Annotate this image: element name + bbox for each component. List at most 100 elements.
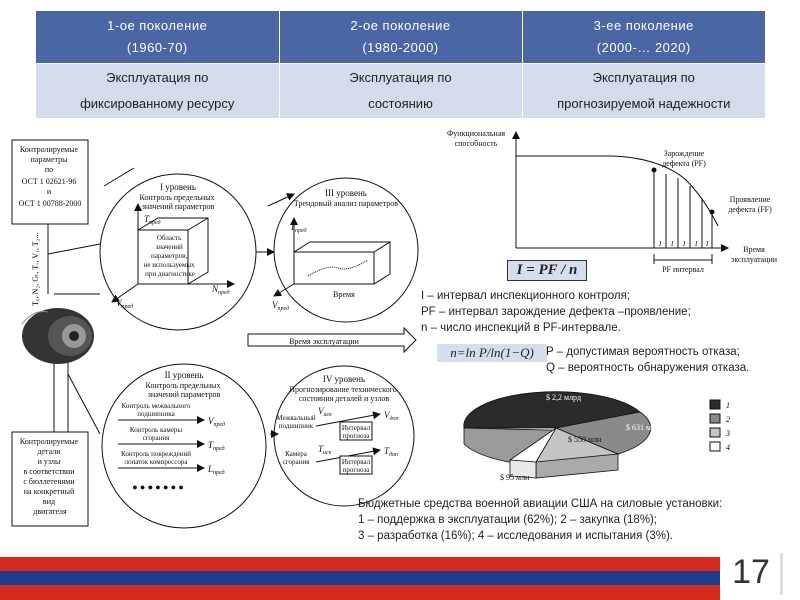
footer-stripe-red-bottom: [0, 585, 720, 600]
note-line: Q – вероятность обнаружения отказа.: [546, 362, 750, 374]
generations-header-row: 1-ое поколение (1960-70) 2-ое поколение (1…: [36, 11, 765, 64]
level-4-row-1-sym: Vиск: [318, 406, 332, 418]
level-4-subtitle: Прогнозирование технического состояния д…: [289, 385, 399, 403]
budget-caption: Бюджетные средства военной авиации США н…: [358, 496, 722, 544]
pf-interval-label: PF интервал: [662, 265, 704, 274]
pie-slice-4-side: [509, 459, 537, 479]
generations-table: 1-ое поколение (1960-70) 2-ое поколение (1…: [36, 11, 765, 118]
level-3-time-label: Время: [333, 290, 355, 299]
level-2-dots: ● ● ● ● ● ● ●: [132, 482, 184, 492]
level-4-arrow: [315, 411, 381, 427]
budget-pie-chart: $ 2,2 млрд $ 631 млн $ 559 млн $ 95 млн …: [463, 391, 730, 482]
gen-3-title: 3-ее поколение: [593, 18, 694, 33]
note-line: I – интервал инспекционного контроля;: [421, 290, 631, 302]
level-3-t-axis: Tпред: [290, 222, 307, 234]
legend-swatch-1: [709, 399, 721, 410]
legend-swatch-2: [709, 413, 721, 424]
header-gen-3: 3-ее поколение (2000-… 2020): [522, 11, 765, 64]
level-3-v-axis: Vпред: [272, 300, 289, 312]
cell-3-line2: прогнозируемой надежности: [557, 96, 731, 111]
header-gen-1: 1-ое поколение (1960-70): [36, 11, 280, 64]
pie-label-4: $ 95 млн: [500, 473, 530, 482]
legend-swatch-4: [709, 441, 721, 452]
generations-body-row: Эксплуатация по фиксированному ресурсу Эк…: [36, 63, 765, 118]
degradation-curve: [516, 155, 719, 227]
level-1-v-axis: Vпред: [116, 298, 133, 310]
probability-notes: P – допустимая вероятность отказа; Q – в…: [546, 344, 749, 376]
interval-marks: I I I I I: [658, 240, 709, 248]
level-4-row-1-dop: Vдоп: [384, 410, 399, 422]
header-gen-2: 2-ое поколение (1980-2000): [279, 11, 523, 64]
pie-label-3: $ 559 млн: [568, 435, 602, 444]
level-4-row-2-dop: Tдоп: [384, 446, 398, 458]
level-1-box-text: Область значений параметров, не использу…: [144, 234, 197, 278]
level-2-row-2-sym: Tпред: [208, 440, 225, 452]
cell-1-line1: Эксплуатация по: [106, 70, 209, 85]
connector-line: [67, 373, 101, 435]
vertical-params-label: T₀, N₂, Gₜ, Tᵥ, V₁, T₂...: [31, 233, 40, 306]
pie-slice-2: [554, 411, 652, 455]
note-line: PF – интервал зарождение дефекта –проявл…: [421, 306, 691, 318]
budget-line: 3 – разработка (16%); 4 – исследования и…: [358, 530, 673, 542]
level-4-interval-box: [339, 421, 373, 441]
level-2-row-3-sym: Lпред: [207, 464, 225, 476]
pie-label-2: $ 631 млн: [626, 423, 660, 432]
footer-stripe-red: [0, 557, 720, 571]
level-2-title: II уровень: [165, 370, 204, 380]
level-3-cube: [273, 217, 391, 297]
budget-line: 1 – поддержка в эксплуатации (62%); 2 – …: [358, 514, 658, 526]
engine-image: [21, 308, 94, 364]
level-1-t-axis: Tпред: [144, 214, 161, 226]
level-1-subtitle: Контроль предельных значений параметров: [140, 193, 217, 211]
level-2-row-1-sym: Vпред: [208, 416, 225, 428]
cell-2-line1: Эксплуатация по: [349, 70, 452, 85]
cell-1-line2: фиксированному ресурсу: [80, 96, 235, 111]
page-number: 17: [732, 553, 770, 591]
legend-label-3: 3: [725, 429, 730, 438]
pie-slices: [463, 391, 652, 479]
cell-gen-2: Эксплуатация по состоянию: [279, 63, 523, 118]
gen-1-years: (1960-70): [126, 40, 188, 55]
budget-line: Бюджетные средства военной авиации США н…: [358, 498, 723, 510]
pie-legend: 1 2 3 4: [709, 399, 730, 452]
connector-line: [47, 243, 101, 255]
inspection-notes: I – интервал инспекционного контроля; PF…: [421, 288, 691, 336]
level-4-title: IV уровень: [323, 374, 365, 384]
legend-label-2: 2: [726, 415, 730, 424]
gen-2-years: (1980-2000): [362, 40, 439, 55]
note-line: P – допустимая вероятность отказа;: [546, 346, 740, 358]
page-number-divider: [780, 553, 783, 595]
cell-2-line2: состоянию: [368, 96, 433, 111]
legend-label-4: 4: [726, 443, 730, 452]
pie-label-1: $ 2,2 млрд: [546, 393, 581, 402]
level-1-title: I уровень: [160, 182, 196, 192]
flow-arrow: [267, 193, 295, 207]
controlled-parts-box: [11, 431, 89, 527]
level-2-circle: [101, 363, 267, 529]
gen-1-title: 1-ое поколение: [107, 18, 208, 33]
pie-slice-1: [463, 391, 641, 429]
time-arrow: [247, 326, 417, 354]
inspection-formula: I = PF / n: [507, 260, 587, 281]
gen-3-years: (2000-… 2020): [596, 40, 691, 55]
footer-stripe-blue: [0, 571, 720, 585]
controlled-parts-text: Контролируемые детали и узлы в соответст…: [20, 437, 80, 516]
cell-gen-1: Эксплуатация по фиксированному ресурсу: [36, 63, 280, 118]
gen-2-title: 2-ое поколение: [350, 18, 451, 33]
monitored-params-text: Контролируемые параметры по ОСТ 1 02621-…: [19, 145, 82, 208]
